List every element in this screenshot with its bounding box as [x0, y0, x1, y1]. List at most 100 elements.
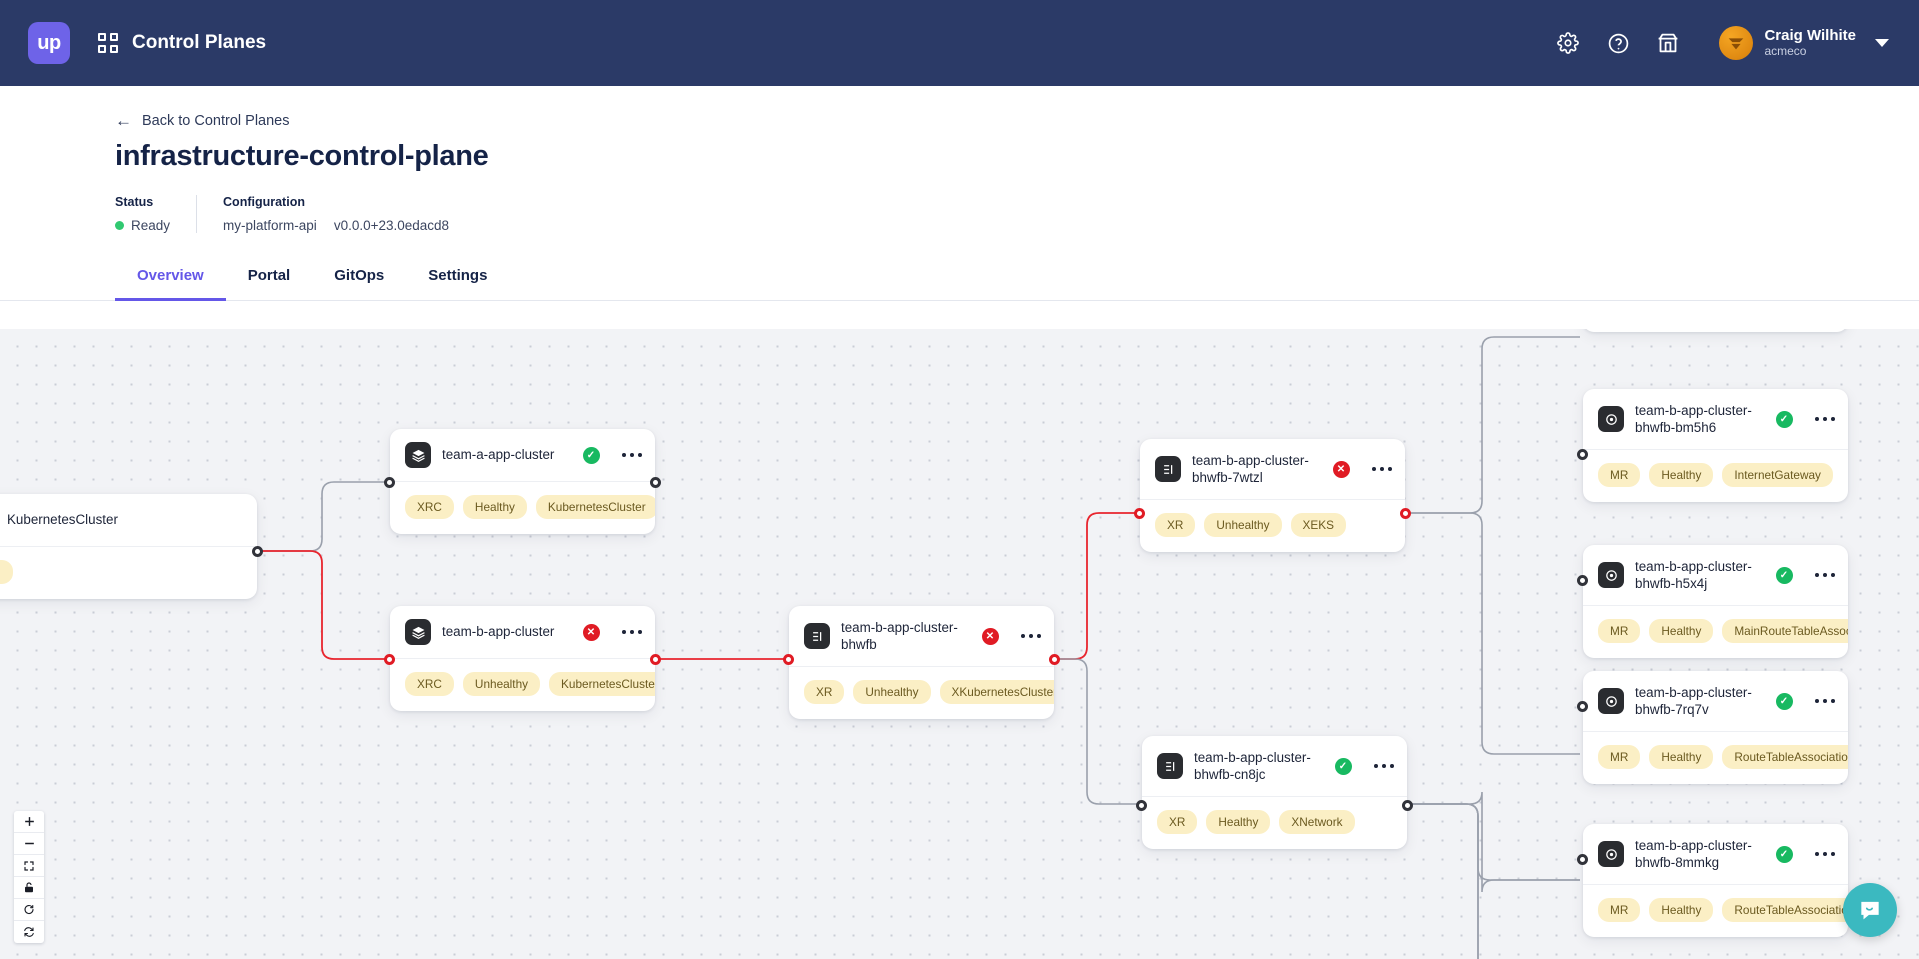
node-title: team-b-app-cluster-bhwfb-bm5h6 — [1635, 403, 1752, 436]
gear-icon[interactable] — [1555, 30, 1581, 56]
node-handle-right[interactable] — [650, 477, 661, 488]
node-header[interactable]: team-b-app-cluster-bhwfb-8mmkg ✓ — [1583, 824, 1848, 884]
node-more-button[interactable] — [1814, 572, 1835, 578]
resource-icon — [804, 623, 830, 650]
node-header[interactable]: team-b-app-cluster-bhwfb-bm5h6 ✓ — [1583, 389, 1848, 449]
graph-node: team-b-app-cluster-bhwfb-bm5h6 ✓ MR Heal… — [1583, 389, 1848, 503]
node-tag: Unhealthy — [1204, 513, 1282, 538]
resource-icon — [1155, 456, 1181, 483]
node-handle-left[interactable] — [783, 654, 794, 665]
node-handle-left[interactable] — [1134, 508, 1145, 519]
node-more-button[interactable] — [1020, 633, 1041, 639]
node-divider — [1583, 884, 1848, 886]
node-more-button[interactable] — [1373, 763, 1394, 769]
back-to-control-planes-link[interactable]: ← Back to Control Planes — [115, 112, 290, 129]
node-tags: XRC Healthy KubernetesCluster — [390, 482, 655, 534]
node-tag: Healthy — [1206, 810, 1271, 835]
node-tags: XR Unhealthy XEKS — [1140, 500, 1405, 552]
grid-icon[interactable] — [98, 33, 118, 53]
node-handle-right[interactable] — [650, 654, 661, 665]
node-header[interactable]: team-b-app-cluster ✕ — [390, 606, 655, 658]
resource-graph-canvas[interactable]: K KubernetesCluster API team-a-app-clust… — [0, 329, 1919, 959]
node-header[interactable]: team-b-app-cluster-bhwfb-cn8jc ✓ — [1142, 736, 1407, 796]
node-title: team-b-app-cluster-bhwfb-7rq7v — [1635, 685, 1752, 718]
status-healthy-icon: ✓ — [1334, 757, 1352, 775]
lock-icon[interactable] — [14, 877, 44, 899]
node-handle-left[interactable] — [1577, 449, 1588, 460]
node-handle-left[interactable] — [1577, 854, 1588, 865]
user-menu[interactable]: Craig Wilhite acmeco — [1719, 26, 1889, 60]
node-more-button[interactable] — [1814, 416, 1835, 422]
node-handle-right[interactable] — [252, 546, 263, 557]
node-more-button[interactable] — [621, 452, 642, 458]
back-link-label: Back to Control Planes — [142, 112, 290, 129]
node-title: team-a-app-cluster — [442, 447, 555, 463]
tab-portal[interactable]: Portal — [247, 267, 291, 284]
node-tags: API — [0, 547, 257, 599]
node-header[interactable]: team-b-app-cluster-bhwfb ✕ — [789, 606, 1054, 666]
node-handle-right[interactable] — [1400, 508, 1411, 519]
tab-settings[interactable]: Settings — [428, 267, 488, 284]
upbound-logo[interactable]: up — [28, 22, 70, 64]
node-header[interactable]: team-b-app-cluster-bhwfb-7rq7v ✓ — [1583, 671, 1848, 731]
logo-text: up — [37, 31, 61, 54]
configuration-version: v0.0.0+23.0edacd8 — [333, 218, 450, 233]
node-more-button[interactable] — [621, 629, 642, 635]
node-tags: MR Healthy MainRouteTableAssociation — [1583, 606, 1848, 658]
node-tag: XKubernetesCluster — [939, 680, 1054, 705]
chat-widget-button[interactable] — [1843, 883, 1897, 937]
node-tag: MainRouteTableAssociation — [1722, 619, 1848, 644]
nav-title: Control Planes — [132, 32, 267, 53]
nav-right-group: Craig Wilhite acmeco — [1555, 26, 1889, 60]
grid-cell — [98, 45, 106, 53]
tab-bar: Overview Portal GitOps Settings — [0, 257, 1919, 301]
node-header[interactable]: team-b-app-cluster-bhwfb-7wtzl ✕ — [1140, 439, 1405, 499]
meta-row: Status Ready Configuration my-platform-a… — [115, 195, 1919, 233]
node-handle-right[interactable] — [1402, 800, 1413, 811]
node-divider — [390, 481, 655, 482]
sync-icon[interactable] — [14, 921, 44, 943]
node-header[interactable]: team-a-app-cluster ✓ — [390, 429, 655, 481]
grid-cell — [110, 33, 118, 41]
graph-controls — [14, 811, 44, 943]
status-healthy-icon: ✓ — [1775, 410, 1793, 428]
configuration-block: Configuration my-platform-api v0.0.0+23.… — [196, 195, 475, 233]
help-circle-icon[interactable] — [1605, 30, 1631, 56]
fit-view-button[interactable] — [14, 855, 44, 877]
node-divider — [0, 546, 257, 547]
node-handle-left[interactable] — [384, 654, 395, 665]
node-handle-left[interactable] — [1136, 800, 1147, 811]
zoom-in-button[interactable] — [14, 811, 44, 833]
page-title: infrastructure-control-plane — [115, 140, 489, 172]
node-title: team-b-app-cluster-bhwfb — [841, 620, 958, 653]
node-more-button[interactable] — [1371, 466, 1392, 472]
node-handle-right[interactable] — [1049, 654, 1060, 665]
node-handle-left[interactable] — [1577, 575, 1588, 586]
tab-overview[interactable]: Overview — [115, 257, 226, 301]
node-tags: XR Unhealthy XKubernetesCluster — [789, 667, 1054, 719]
node-more-button[interactable] — [1814, 851, 1835, 857]
marketplace-icon[interactable] — [1655, 30, 1681, 56]
node-handle-left[interactable] — [1577, 701, 1588, 712]
status-badge: Ready — [115, 218, 170, 233]
graph-node: team-b-app-cluster-bhwfb-7wtzl ✕ XR Unhe… — [1140, 439, 1405, 553]
node-header[interactable]: team-b-app-cluster-bhwfb-h5x4j ✓ — [1583, 545, 1848, 605]
status-block: Status Ready — [115, 195, 196, 233]
node-divider — [1142, 796, 1407, 798]
graph-node: team-a-app-cluster ✓ XRC Healthy Kuberne… — [390, 429, 655, 534]
status-dot-icon — [115, 221, 124, 230]
zoom-out-button[interactable] — [14, 833, 44, 855]
reset-icon[interactable] — [14, 899, 44, 921]
node-tags: XRC Unhealthy KubernetesCluster — [390, 659, 655, 711]
tab-gitops[interactable]: GitOps — [334, 267, 385, 284]
node-more-button[interactable] — [1814, 698, 1835, 704]
node-tag: Healthy — [1649, 898, 1714, 923]
node-divider — [789, 666, 1054, 668]
chevron-down-icon[interactable] — [1875, 39, 1889, 47]
node-tag: XR — [1155, 513, 1196, 538]
node-handle-left[interactable] — [384, 477, 395, 488]
node-tag: Healthy — [1649, 463, 1714, 488]
node-tag: Healthy — [462, 495, 527, 519]
node-header[interactable]: K KubernetesCluster — [0, 494, 257, 546]
node-tag: Unhealthy — [462, 672, 541, 696]
